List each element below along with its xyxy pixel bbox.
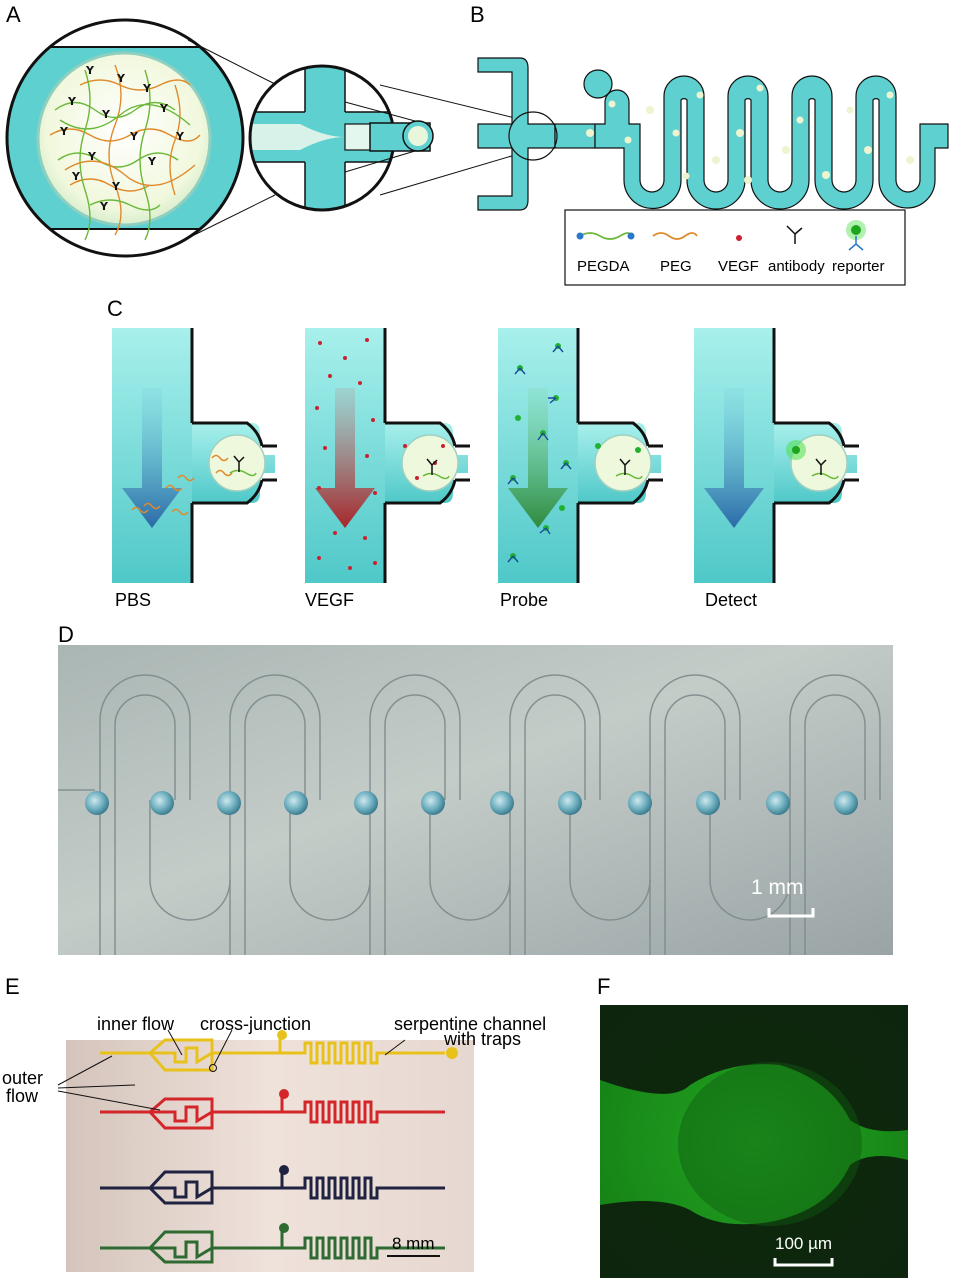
flow-arrow — [315, 388, 375, 528]
label-outer-1: outer — [2, 1068, 44, 1088]
svg-text:Y: Y — [159, 102, 169, 115]
label-serpentine-1: serpentine channel — [394, 1014, 547, 1034]
scale-label-d: 1 mm — [751, 876, 804, 899]
label-outer-2: flow — [6, 1086, 39, 1106]
svg-text:Y: Y — [71, 170, 81, 183]
svg-text:Y: Y — [129, 130, 139, 143]
svg-text:Y: Y — [59, 125, 69, 138]
legend-label-vegf: VEGF — [718, 258, 759, 275]
legend-label-reporter: reporter — [832, 258, 885, 275]
panel-letter-a: A — [6, 2, 21, 27]
panel-letter-f: F — [597, 974, 611, 999]
scale-bar — [773, 1258, 834, 1267]
legend-label-antibody: antibody — [768, 258, 825, 275]
step-label-detect: Detect — [705, 590, 758, 610]
label-inner-flow: inner flow — [97, 1014, 175, 1034]
svg-text:Y: Y — [85, 64, 95, 77]
antibody-icon — [786, 225, 803, 244]
flow-arrow — [122, 388, 182, 528]
junction-zoom-marker — [508, 111, 558, 161]
panel-c-steps — [110, 326, 861, 585]
label-serpentine-2: with traps — [444, 1029, 522, 1049]
yellow-channel — [100, 1035, 445, 1072]
step-probe — [496, 326, 665, 585]
step-label-probe: Probe — [500, 590, 549, 610]
panel-b-device-diagram — [477, 57, 949, 286]
step-pbs — [110, 326, 279, 585]
step-label-vegf: VEGF — [305, 590, 355, 610]
legend-label-pegda: PEGDA — [577, 258, 630, 275]
legend-box — [564, 209, 906, 286]
pegda-icon — [576, 232, 635, 240]
svg-text:Y: Y — [111, 180, 121, 193]
trapped-beads — [85, 791, 858, 815]
step-label-pbs: PBS — [115, 590, 152, 610]
flow-arrow — [508, 388, 568, 528]
scale-bar — [767, 908, 815, 918]
peg-icon — [652, 232, 698, 240]
svg-text:Y: Y — [99, 200, 109, 213]
red-channel — [100, 1094, 445, 1130]
legend-label-peg: PEG — [660, 258, 692, 275]
svg-text:Y: Y — [116, 72, 126, 85]
step-vegf — [303, 326, 472, 585]
reporter-icon — [846, 220, 866, 251]
hydrogel-beads — [586, 84, 914, 184]
scale-label-f: 100 µm — [775, 1234, 833, 1253]
flow-arrow — [704, 388, 764, 528]
panel-letter-b: B — [470, 2, 485, 27]
step-detect — [692, 326, 861, 585]
scale-label-e: 8 mm — [392, 1234, 435, 1253]
svg-text:Y: Y — [175, 130, 185, 143]
panel-letter-e: E — [5, 974, 20, 999]
dark-channel — [100, 1170, 445, 1205]
svg-text:Y: Y — [147, 155, 157, 168]
svg-text:Y: Y — [67, 95, 77, 108]
svg-text:Y: Y — [87, 150, 97, 163]
label-cross-junction: cross-junction — [200, 1014, 312, 1034]
svg-text:Y: Y — [142, 82, 152, 95]
vegf-dot-icon — [736, 235, 742, 241]
panel-letter-c: C — [107, 296, 123, 321]
trapped-bead — [678, 1062, 862, 1226]
panel-letter-d: D — [58, 622, 74, 647]
svg-text:Y: Y — [101, 108, 111, 121]
